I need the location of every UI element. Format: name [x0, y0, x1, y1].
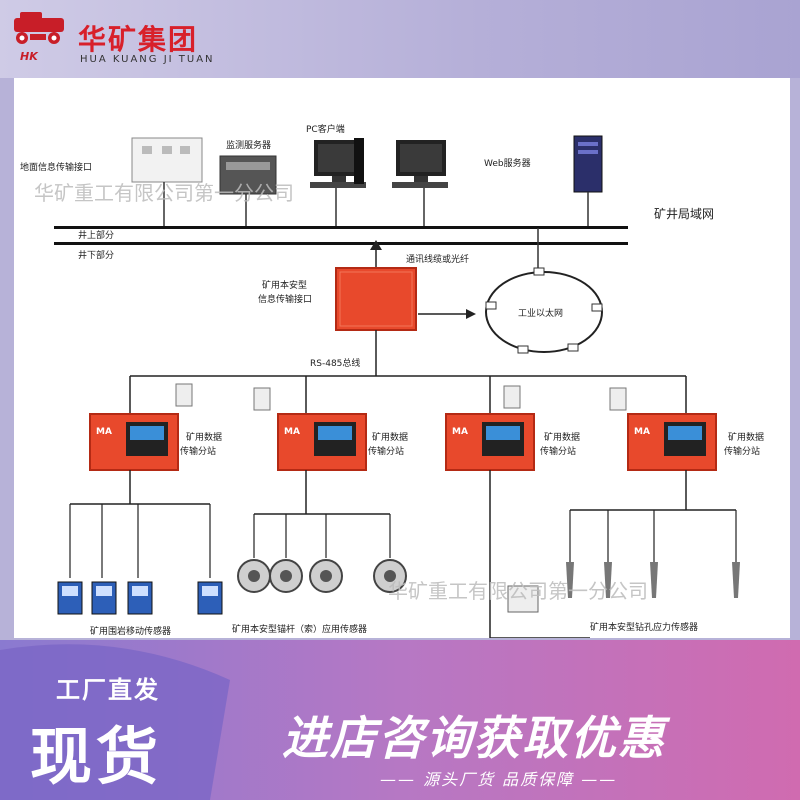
web-server-device: [573, 135, 603, 193]
system-diagram: 地面信息传输接口 监测服务器 PC客户端 Web服务器: [14, 78, 790, 638]
substation-1-label-2: 传输分站: [180, 445, 216, 457]
monitor-server-label: 监测服务器: [226, 139, 271, 151]
brand-name-english: HUA KUANG JI TUAN: [80, 54, 215, 65]
rock-movement-sensor: [91, 581, 117, 615]
data-substation-3: MA: [445, 413, 535, 471]
junction-box: [503, 385, 521, 409]
monitor-server-device: [219, 155, 277, 195]
ethernet-label: 工业以太网: [518, 307, 563, 319]
web-server-label: Web服务器: [484, 157, 531, 169]
above-ground-label: 井上部分: [78, 229, 114, 241]
junction-box: [175, 383, 193, 407]
station-badge: MA: [284, 427, 300, 437]
rock-movement-sensor: [197, 581, 223, 615]
cable-label: 通讯线缆或光纤: [406, 253, 469, 265]
hk-logo-icon: [14, 12, 64, 44]
lan-bus-upper: [54, 226, 628, 229]
rs485-label: RS-485总线: [310, 357, 360, 369]
rock-movement-sensor: [57, 581, 83, 615]
watermark-bottom: 华矿重工有限公司第一分公司: [388, 579, 648, 603]
diagram-svg: 地面信息传输接口 监测服务器 PC客户端 Web服务器: [20, 123, 764, 638]
footer-background: [0, 640, 800, 800]
ground-interface-device: [131, 137, 203, 183]
lan-label: 矿井局域网: [654, 207, 714, 221]
junction-box: [507, 585, 539, 613]
substation-2-label-2: 传输分站: [368, 445, 404, 457]
substation-3-label-1: 矿用数据: [544, 431, 580, 443]
station-badge: MA: [634, 427, 650, 437]
header-banner: HK 华矿集团 HUA KUANG JI TUAN: [0, 0, 800, 78]
promo-footer: 工厂直发 现货 进店咨询获取优惠 —— 源头厂货 品质保障 ——: [0, 640, 800, 800]
substation-1-label-1: 矿用数据: [186, 431, 222, 443]
sensor-group-3-label: 矿用本安型钻孔应力传感器: [590, 621, 698, 633]
substation-3-label-2: 传输分站: [540, 445, 576, 457]
rock-movement-sensor: [127, 581, 153, 615]
watermark-top: 华矿重工有限公司第一分公司: [34, 181, 294, 205]
brand-name: 华矿集团: [78, 23, 199, 56]
promo-sub-text: —— 源头厂货 品质保障 ——: [380, 770, 618, 789]
station-badge: MA: [96, 427, 112, 437]
junction-box: [253, 387, 271, 411]
substation-2-label-1: 矿用数据: [372, 431, 408, 443]
ground-interface-label: 地面信息传输接口: [20, 161, 92, 173]
info-interface-label-2: 信息传输接口: [258, 293, 312, 305]
substation-4-label-2: 传输分站: [724, 445, 760, 457]
sensor-group-2-label: 矿用本安型锚杆（索）应用传感器: [232, 623, 367, 635]
data-substation-2: MA: [277, 413, 367, 471]
info-interface-box: [335, 267, 417, 331]
station-badge: MA: [452, 427, 468, 437]
promo-small-text: 工厂直发: [56, 676, 160, 704]
borehole-stress-sensor: [566, 562, 574, 598]
below-ground-label: 井下部分: [78, 249, 114, 261]
pc-client-1: [310, 138, 366, 188]
borehole-stress-sensor: [604, 562, 612, 598]
borehole-stress-sensor: [650, 562, 658, 598]
promo-big-text: 现货: [30, 720, 163, 793]
data-substation-4: MA: [627, 413, 717, 471]
anchor-sensor: [309, 559, 343, 593]
junction-box: [609, 387, 627, 411]
pc-client-label: PC客户端: [306, 123, 345, 135]
anchor-sensor: [237, 559, 271, 593]
anchor-sensor: [373, 559, 407, 593]
promo-main-text: 进店咨询获取优惠: [282, 711, 666, 765]
anchor-sensor: [269, 559, 303, 593]
info-interface-label-1: 矿用本安型: [262, 279, 307, 291]
logo-text: HK: [20, 50, 38, 63]
lan-bus-lower: [54, 242, 628, 245]
pc-client-2: [392, 140, 448, 188]
data-substation-1: MA: [89, 413, 179, 471]
substation-4-label-1: 矿用数据: [728, 431, 764, 443]
sensor-group-1-label: 矿用围岩移动传感器: [90, 625, 171, 637]
borehole-stress-sensor: [732, 562, 740, 598]
